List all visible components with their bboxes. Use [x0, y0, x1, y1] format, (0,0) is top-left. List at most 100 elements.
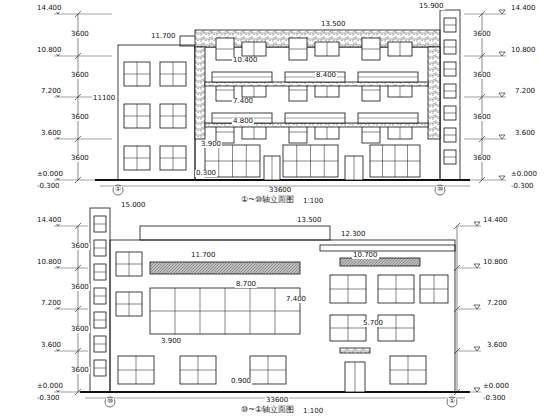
- wall-outline: [420, 275, 448, 303]
- wall-outline: [250, 356, 286, 384]
- drawing-line: [355, 362, 356, 392]
- wall-outline: [444, 106, 456, 120]
- wall-outline: [285, 113, 345, 123]
- drawing-line: [358, 77, 418, 78]
- level-marker: [499, 93, 505, 97]
- drawing-line: [327, 42, 328, 56]
- wall-outline: [390, 356, 426, 384]
- drawing-line: [160, 74, 186, 75]
- drawing-line: [444, 135, 456, 136]
- drawing-line: [94, 224, 106, 225]
- dimension-text: 3600: [70, 326, 90, 333]
- wall-outline: [320, 245, 455, 251]
- drawing-line: [289, 90, 307, 91]
- drawing-line: [390, 370, 426, 371]
- drawing-line: [180, 370, 216, 371]
- wall-outline: [444, 84, 456, 98]
- wall-outline: [444, 150, 456, 164]
- drawing-line: [124, 74, 150, 75]
- level-marker: [474, 305, 480, 309]
- dimension-text: ⑩: [436, 186, 444, 193]
- wall-outline: [160, 62, 186, 86]
- drawing-line: [160, 158, 186, 159]
- drawing-line: [75, 136, 81, 142]
- drawing-line: [54, 268, 88, 269]
- dimension-text: 3.600: [40, 130, 62, 137]
- wall-outline: [160, 146, 186, 170]
- drawing-line: [378, 289, 414, 290]
- wall-outline: [444, 62, 456, 76]
- level-marker: [474, 388, 480, 392]
- wall-outline: [444, 128, 456, 142]
- wall-outline: [150, 262, 300, 274]
- wall-outline: [94, 288, 106, 304]
- drawing-line: [216, 90, 234, 91]
- dimension-text: 12.300: [340, 231, 367, 238]
- dimension-text: 3600: [70, 31, 90, 38]
- drawing-line: [160, 116, 186, 117]
- dimension-text: 3.600: [486, 342, 508, 349]
- wall-outline: [205, 82, 428, 86]
- drawing-line: [479, 177, 485, 183]
- wall-outline: [90, 208, 110, 392]
- axis-bubble: [435, 185, 445, 195]
- dimension-text: 3.600: [40, 342, 62, 349]
- wall-outline: [444, 18, 456, 32]
- wall-outline: [118, 356, 154, 384]
- wall-outline: [94, 216, 106, 232]
- drawing-line: [116, 304, 142, 305]
- drawing-line: [400, 42, 401, 56]
- level-marker: [499, 176, 505, 180]
- dimension-text: 1:100: [302, 408, 324, 415]
- drawing-line: [124, 158, 150, 159]
- drawing-line: [216, 49, 234, 50]
- dimension-text: ①: [448, 398, 456, 405]
- dimension-text: -0.300: [482, 395, 507, 402]
- drawing-line: [75, 348, 81, 354]
- dimension-text: 3600: [70, 114, 90, 121]
- wall-outline: [388, 42, 412, 56]
- dimension-text: 10.800: [36, 47, 63, 54]
- wall-outline: [242, 42, 266, 56]
- wall-outline: [124, 62, 150, 86]
- level-marker: [474, 222, 480, 226]
- drawing-line: [75, 223, 81, 229]
- dimension-text: 14.400: [36, 5, 63, 12]
- drawing-line: [444, 91, 456, 92]
- drawing-line: [330, 289, 366, 290]
- wall-outline: [428, 47, 440, 139]
- dimension-text: 11100: [92, 95, 116, 102]
- dimension-text: 10.400: [232, 57, 259, 64]
- drawing-line: [479, 53, 485, 59]
- drawing-line: [75, 265, 81, 271]
- wall-outline: [444, 40, 456, 54]
- dimension-text: 14.400: [482, 217, 509, 224]
- drawing-line: [362, 90, 380, 91]
- dimension-text: 3600: [70, 155, 90, 162]
- drawing-line: [75, 11, 81, 17]
- axis-bubble: [105, 397, 115, 407]
- wall-outline: [124, 104, 150, 128]
- dimension-text: ±0.000: [36, 171, 64, 178]
- wall-outline: [340, 258, 420, 266]
- drawing-line: [94, 296, 106, 297]
- wall-outline: [358, 72, 418, 82]
- dimension-text: 1:100: [302, 198, 324, 205]
- dimension-text: -0.300: [36, 183, 61, 190]
- wall-outline: [195, 47, 205, 139]
- wall-outline: [160, 104, 186, 128]
- wall-outline: [180, 356, 216, 384]
- drawing-line: [54, 14, 112, 15]
- dimension-text: 7.400: [285, 296, 307, 303]
- drawing-line: [285, 118, 345, 119]
- drawing-line: [124, 116, 150, 117]
- drawing-line: [420, 289, 448, 290]
- dimension-text: ±0.000: [510, 171, 538, 178]
- wall-outline: [340, 348, 370, 353]
- wall-outline: [94, 240, 106, 256]
- wall-outline: [116, 292, 142, 316]
- wall-outline: [330, 315, 366, 341]
- drawing-line: [464, 14, 506, 15]
